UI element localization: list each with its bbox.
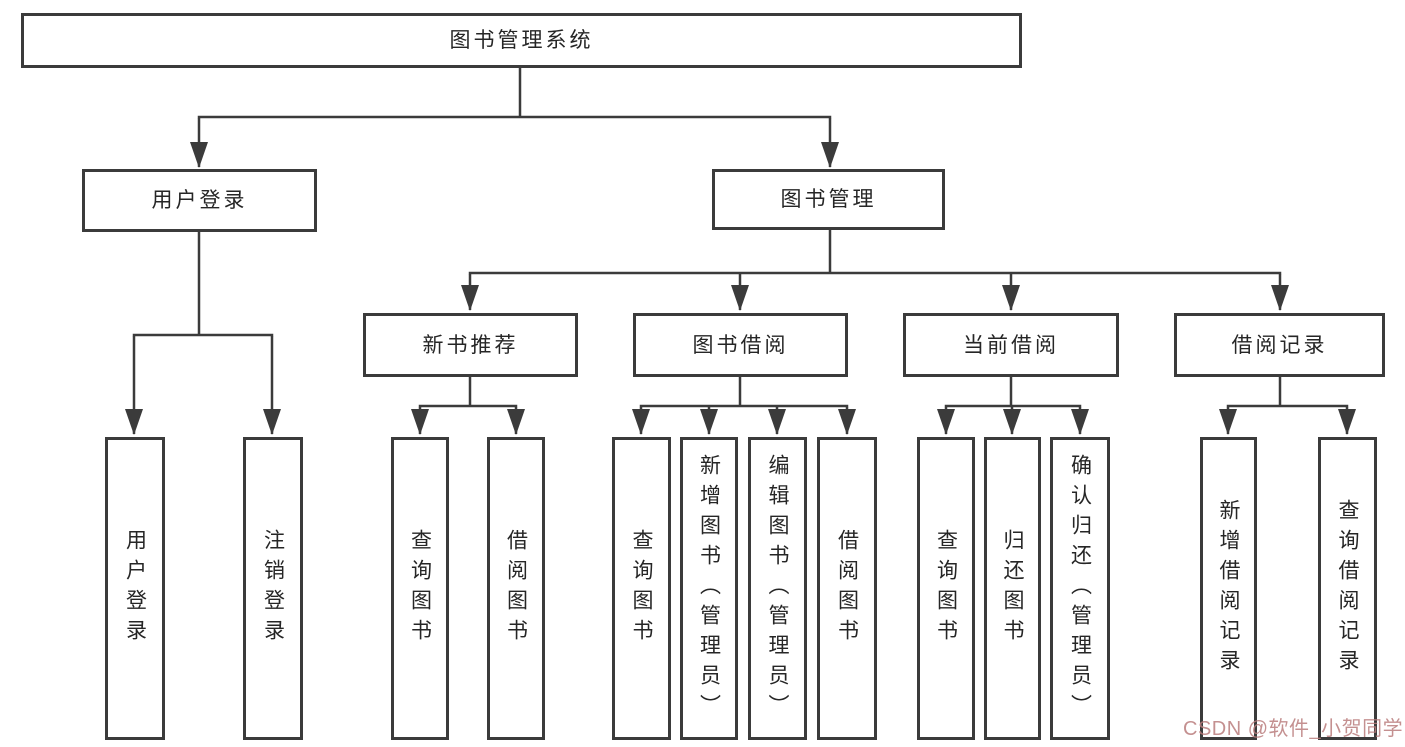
node-edit-book-admin: 编辑图书（管理员） [748, 437, 807, 740]
node-query-borrow-record: 查询借阅记录 [1318, 437, 1377, 740]
node-user-login-leaf: 用户登录 [105, 437, 165, 740]
node-borrow-records: 借阅记录 [1174, 313, 1385, 377]
node-book-borrow: 图书借阅 [633, 313, 848, 377]
node-new-book-recommend: 新书推荐 [363, 313, 578, 377]
node-query-book-current: 查询图书 [917, 437, 975, 740]
node-book-management: 图书管理 [712, 169, 945, 230]
node-borrow-book-recommend: 借阅图书 [487, 437, 545, 740]
node-add-borrow-record: 新增借阅记录 [1200, 437, 1257, 740]
node-return-book: 归还图书 [984, 437, 1041, 740]
node-add-book-admin: 新增图书（管理员） [680, 437, 738, 740]
node-logout-leaf: 注销登录 [243, 437, 303, 740]
node-user-login: 用户登录 [82, 169, 317, 232]
csdn-watermark: CSDN @软件_小贺同学 [1183, 718, 1404, 740]
node-query-book-borrow: 查询图书 [612, 437, 671, 740]
node-query-book-recommend: 查询图书 [391, 437, 449, 740]
node-borrow-book-leaf: 借阅图书 [817, 437, 877, 740]
node-current-borrow: 当前借阅 [903, 313, 1119, 377]
node-confirm-return-admin: 确认归还（管理员） [1050, 437, 1110, 740]
node-root-system: 图书管理系统 [21, 13, 1022, 68]
